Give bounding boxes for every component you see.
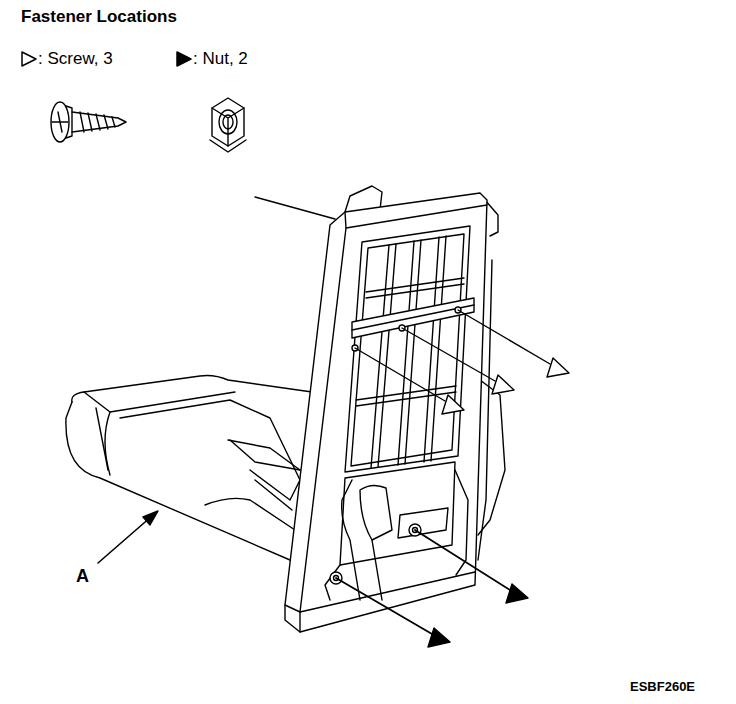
legend-row: : Screw, 3: [20, 49, 113, 69]
legend-symbol: [175, 50, 193, 68]
part-label: A: [76, 566, 89, 587]
legend-row: : Nut, 2: [175, 49, 248, 69]
screw-icon: [51, 102, 126, 142]
title: Fastener Locations: [21, 7, 177, 27]
legend-text: : Screw, 3: [38, 49, 113, 69]
seat-back-frame: [285, 193, 487, 632]
seat-cushion: [66, 376, 312, 561]
nut-icon: [210, 98, 246, 152]
legend-symbol: [20, 50, 38, 68]
legend-text: : Nut, 2: [193, 49, 248, 69]
figure-code: ESBF260E: [630, 680, 695, 695]
